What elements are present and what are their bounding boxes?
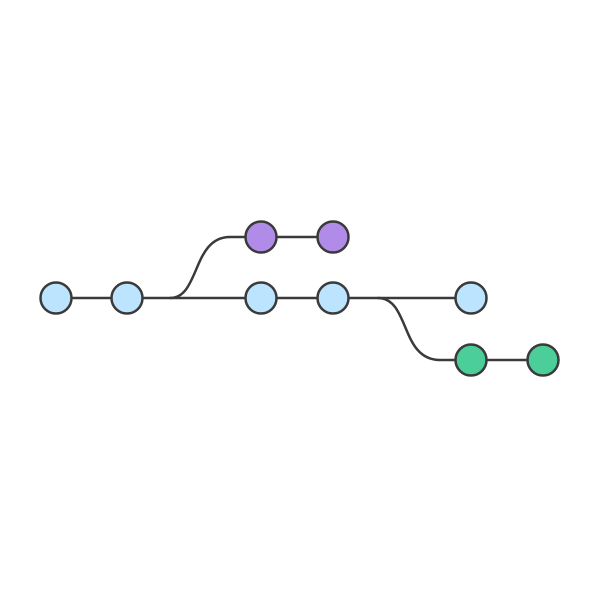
main-commit-5 xyxy=(454,281,488,315)
main-commit-1 xyxy=(39,281,73,315)
branch-a-commit-2 xyxy=(316,220,350,254)
branch-a-commit-1 xyxy=(244,220,278,254)
main-commit-2 xyxy=(110,281,144,315)
main-commit-4 xyxy=(316,281,350,315)
main-commit-3 xyxy=(244,281,278,315)
commits xyxy=(39,220,560,377)
branch-b-line xyxy=(376,296,545,362)
branch-a-line xyxy=(168,235,335,300)
branch-b-commit-2 xyxy=(526,343,560,377)
branch-b-commit-1 xyxy=(454,343,488,377)
